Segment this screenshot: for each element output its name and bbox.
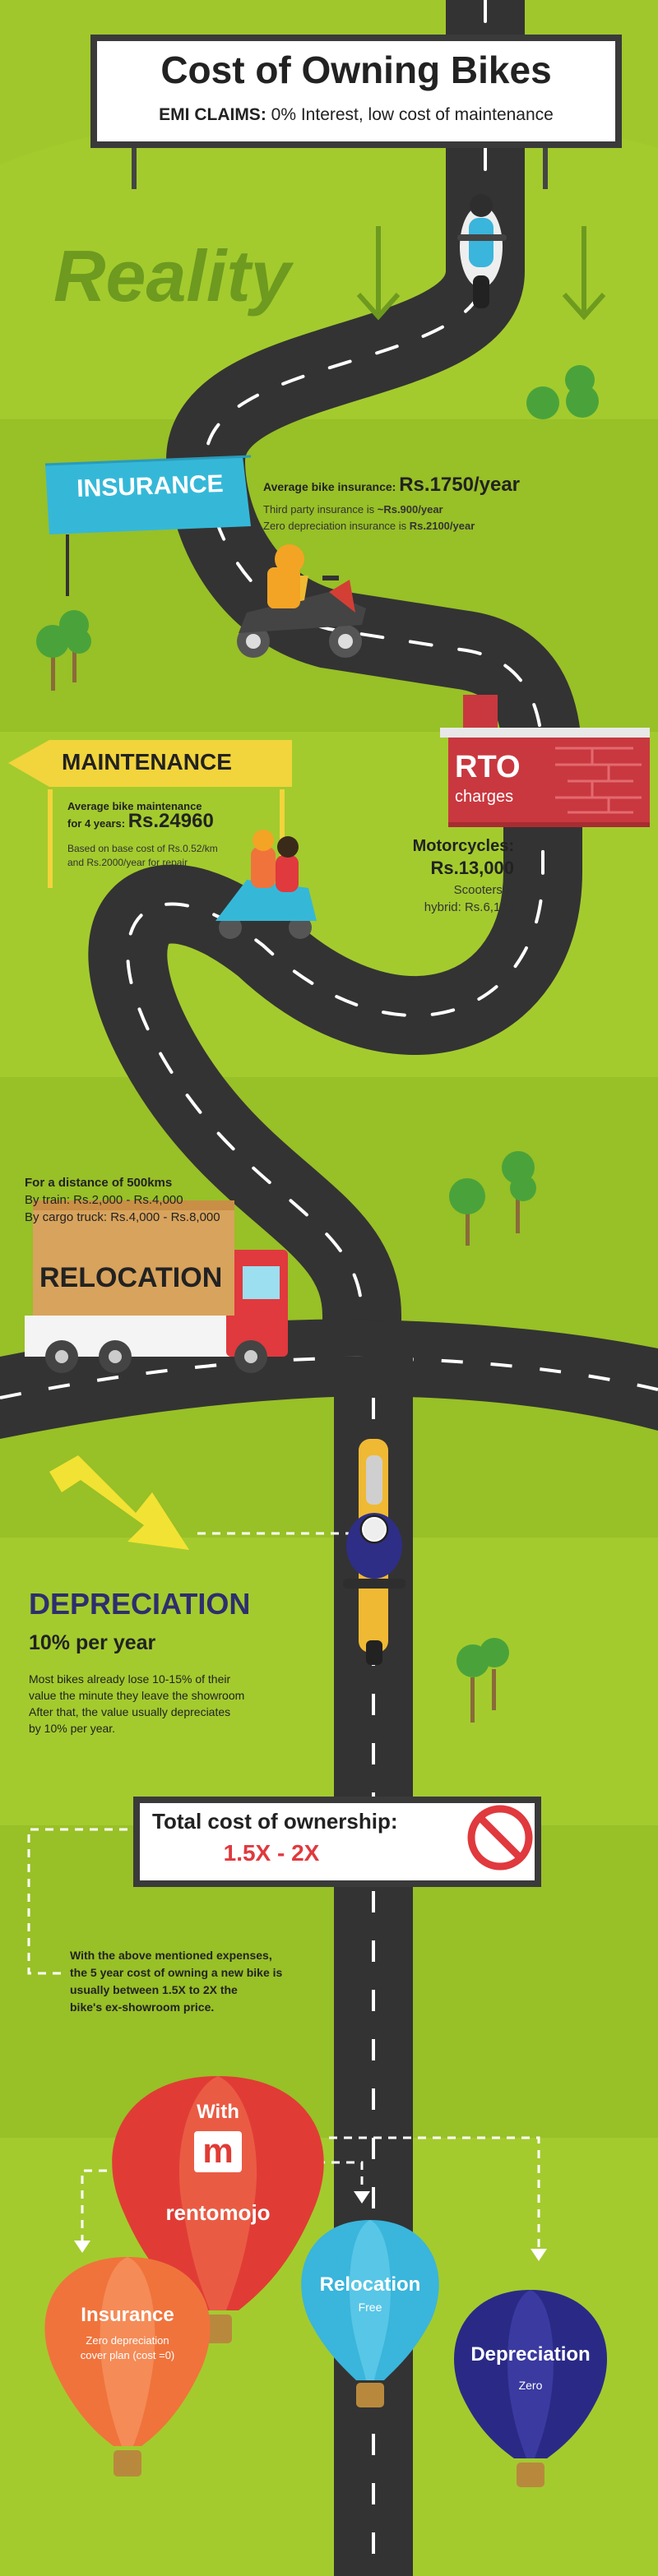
tree-icon [526, 365, 599, 419]
no-sign-icon [467, 1805, 533, 1871]
emi-claims-text: 0% Interest, low cost of maintenance [271, 105, 554, 124]
rto-building [440, 695, 650, 827]
maintenance-note: Based on base cost of Rs.0.52/km and Rs.… [67, 842, 218, 870]
cargo-truck-icon [25, 1200, 288, 1373]
insurance-balloon [44, 2257, 211, 2477]
insurance-avg: Average bike insurance: Rs.1750/year [263, 474, 520, 497]
depreciation-line-3: After that, the value usually depreciate… [29, 1705, 231, 1718]
tree-icon [456, 1638, 509, 1723]
relocation-train: By train: Rs.2,000 - Rs.4,000 [25, 1193, 183, 1207]
rentomojo-balloon [112, 2076, 324, 2343]
depreciation-balloon [453, 2290, 608, 2487]
rto-subtitle: charges [455, 788, 514, 806]
down-arrow-icon [356, 226, 401, 321]
total-cost-board [27, 1797, 541, 1975]
relocation-distance: For a distance of 500kms [25, 1176, 173, 1190]
depreciation-title: DEPRECIATION [29, 1587, 251, 1621]
total-cost-desc-3: usually between 1.5X to 2X the [70, 1983, 238, 1996]
insurance-zero-dep-text: Zero depreciation insurance is [263, 520, 410, 532]
balloon-insurance-desc: Zero depreciation cover plan (cost =0) [53, 2333, 202, 2363]
depreciation-desc: Most bikes already lose 10-15% of their … [29, 1671, 244, 1737]
balloon-insurance-line-1: Zero depreciation [86, 2334, 169, 2347]
rentomojo-logo-icon: m [202, 2131, 234, 2170]
insurance-third-party-value: ~Rs.900/year [377, 503, 443, 516]
balloon-insurance-title: Insurance [81, 2304, 174, 2326]
balloon-depreciation-title: Depreciation [470, 2343, 591, 2366]
header-subtitle: EMI CLAIMS: 0% Interest, low cost of mai… [97, 105, 615, 125]
relocation-box-label: RELOCATION [39, 1262, 223, 1293]
emi-claims-label: EMI CLAIMS: [159, 105, 266, 124]
top-rider-icon [457, 194, 507, 308]
down-arrow-icon [562, 226, 606, 321]
depreciation-rate: 10% per year [29, 1631, 156, 1654]
insurance-avg-value: Rs.1750/year [399, 474, 521, 496]
rentomojo-brand: rentomojo [165, 2200, 271, 2225]
maintenance-avg-label-2: for 4 years: [67, 817, 128, 830]
total-cost-desc: With the above mentioned expenses, the 5… [70, 1947, 282, 2016]
connector-arrowheads [74, 2191, 547, 2261]
motorbike-rider-icon [343, 1439, 405, 1665]
scooter-couple-icon [215, 830, 317, 939]
balloon-connectors [81, 2136, 540, 2253]
bg-band [0, 1538, 658, 1825]
total-cost-desc-1: With the above mentioned expenses, [70, 1949, 272, 1962]
insurance-zero-dep: Zero depreciation insurance is Rs.2100/y… [263, 520, 475, 532]
reality-label: Reality [53, 235, 291, 317]
balloon-insurance-line-2: cover plan (cost =0) [80, 2349, 175, 2361]
insurance-avg-label: Average bike insurance: [263, 480, 396, 493]
depreciation-line-2: value the minute they leave the showroom [29, 1689, 245, 1702]
insurance-third-party: Third party insurance is ~Rs.900/year [263, 503, 443, 516]
insurance-third-party-text: Third party insurance is [263, 503, 378, 516]
maintenance-avg-label-1: Average bike maintenance [67, 800, 202, 812]
relocation-balloon [301, 2220, 439, 2407]
maintenance-note-1: Based on base cost of Rs.0.52/km [67, 843, 218, 854]
dotted-target [362, 1517, 387, 1542]
page-title: Cost of Owning Bikes [160, 49, 552, 91]
rto-motorcycles-label: Motorcycles: [412, 837, 514, 855]
maintenance-banner-label: MAINTENANCE [62, 749, 232, 775]
rto-scooters-2: hybrid: Rs.6,100 [424, 900, 514, 914]
rto-motorcycles-value: Rs.13,000 [430, 858, 514, 878]
total-cost-value: 1.5X - 2X [223, 1840, 320, 1866]
total-cost-desc-4: bike's ex-showroom price. [70, 2000, 215, 2014]
maintenance-note-2: and Rs.2000/year for repair [67, 857, 188, 868]
balloon-depreciation-sub: Zero [518, 2379, 543, 2392]
tree-icon [36, 610, 91, 691]
relocation-truck: By cargo truck: Rs.4,000 - Rs.8,000 [25, 1210, 220, 1224]
total-cost-label: Total cost of ownership: [152, 1809, 398, 1834]
rto-scooters-1: Scooters & [453, 883, 514, 897]
depreciation-line-4: by 10% per year. [29, 1722, 116, 1735]
maintenance-avg-value: Rs.24960 [127, 810, 214, 832]
balloon-relocation-sub: Free [358, 2301, 382, 2314]
tree-icon [449, 1151, 536, 1246]
insurance-banner [44, 455, 252, 596]
balloon-with-label: With [197, 2101, 239, 2123]
rto-scooters: Scooters & hybrid: Rs.6,100 [362, 881, 514, 916]
upper-road [88, 0, 582, 1388]
scooter-rider-icon [237, 544, 366, 658]
depreciation-line-1: Most bikes already lose 10-15% of their [29, 1672, 231, 1686]
balloon-relocation-title: Relocation [319, 2273, 421, 2296]
total-cost-desc-2: the 5 year cost of owning a new bike is [70, 1966, 283, 1979]
maintenance-avg: Average bike maintenance for 4 years: Rs… [67, 799, 214, 831]
decline-arrow-icon [49, 1455, 362, 1550]
rto-title: RTO [455, 750, 521, 784]
title-billboard [90, 35, 622, 189]
insurance-zero-dep-value: Rs.2100/year [409, 520, 475, 532]
